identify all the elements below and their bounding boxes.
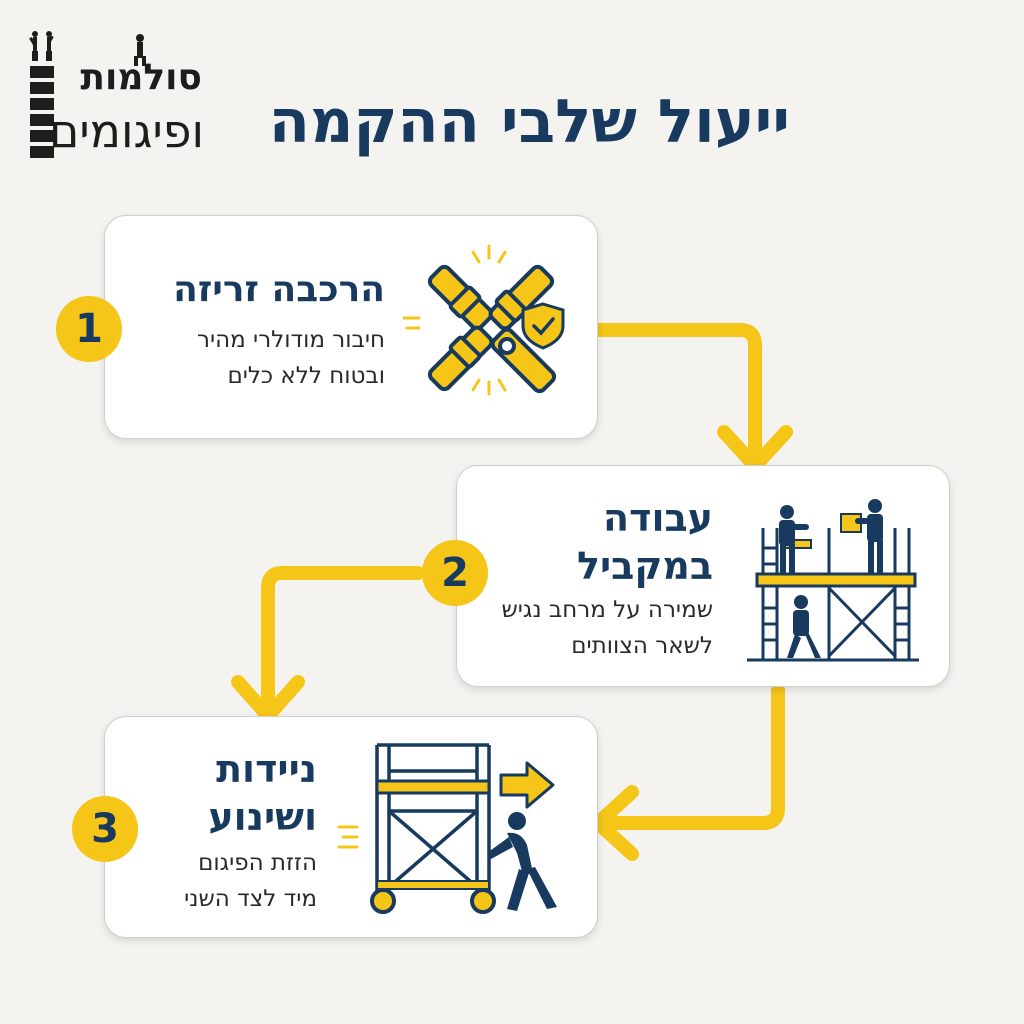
step-3-title-line-1: ניידות — [216, 747, 317, 791]
step-card-1: הרכבה זריזה חיבור מודולרי מהיר ובטוח ללא… — [104, 215, 598, 439]
step-2-badge: 2 — [422, 540, 488, 606]
step-2-desc-line-1: שמירה על מרחב נגיש — [501, 597, 713, 623]
shield-check-icon — [521, 302, 565, 350]
arrow-2-to-3 — [261, 566, 425, 709]
step-1-desc-line-2: ובטוח ללא כלים — [227, 363, 385, 389]
brand-logo-icon — [29, 31, 146, 158]
arrow-1-to-2 — [591, 323, 762, 459]
mobile-scaffold-push-icon — [337, 743, 557, 914]
step-3-title-line-2: ושינוע — [208, 795, 317, 839]
step-1-title: הרכבה זריזה — [173, 269, 385, 310]
step-3-badge: 3 — [72, 796, 138, 862]
brand-name-line-1: סולמות — [80, 57, 202, 98]
workers-on-scaffold-icon — [747, 499, 919, 662]
arrow-2-back-to-3 — [593, 683, 785, 830]
step-2-desc-line-2: לשאר הצוותים — [571, 633, 713, 659]
step-3-desc-line-2: מיד לצד השני — [184, 886, 317, 912]
step-3-desc-line-1: הזזת הפיגום — [198, 850, 317, 876]
page-title: ייעול שלבי ההקמה — [268, 87, 790, 157]
brand-name-line-2: ופיגומים — [48, 104, 204, 158]
step-2-title-line-1: עבודה — [603, 496, 713, 540]
step-card-2: עבודה במקביל שמירה על מרחב נגיש לשאר הצו… — [456, 465, 950, 687]
step-card-3: ניידות ושינוע הזזת הפיגום מיד לצד השני — [104, 716, 598, 938]
step-2-title-line-2: במקביל — [576, 544, 713, 588]
tool-free-connectors-icon — [403, 244, 565, 396]
step-1-desc-line-1: חיבור מודולרי מהיר — [196, 327, 385, 353]
step-1-badge: 1 — [56, 296, 122, 362]
